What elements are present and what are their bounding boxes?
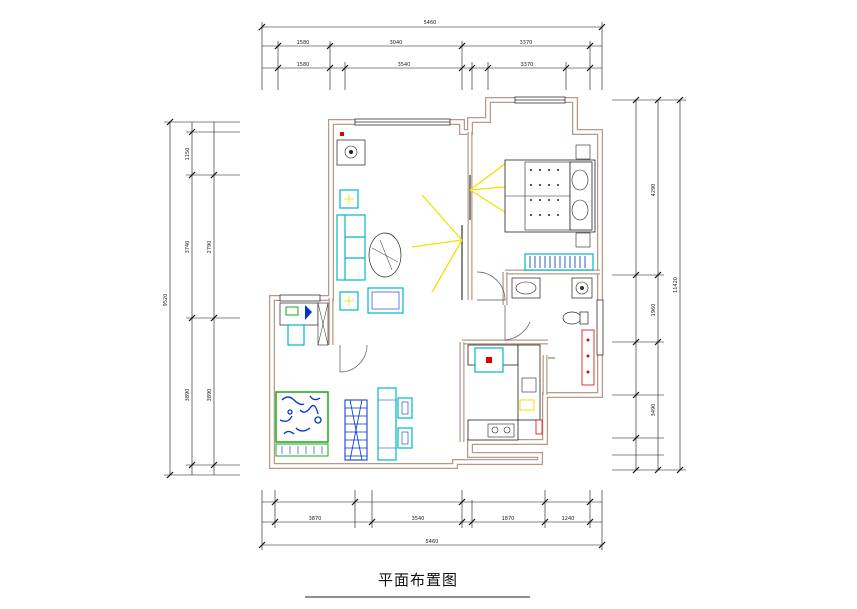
- door-bath: [504, 305, 531, 341]
- kitchen-sink-icon: [519, 377, 537, 411]
- dim-left-3: 3890: [185, 389, 191, 402]
- washing-machine-icon: [571, 277, 593, 299]
- dim-left2-2: 3890: [207, 389, 213, 402]
- doors: [339, 175, 531, 373]
- right-dimension-labels: 11420 4290 1960 3490: [651, 184, 679, 417]
- dim-bottom-2: 3540: [412, 516, 425, 522]
- dim-bottom-4: 1240: [562, 516, 575, 522]
- dim-top-2: 3040: [390, 40, 403, 46]
- tv-cabinet-icon: [336, 132, 366, 166]
- second-bed-icon: [275, 391, 329, 457]
- dim-left-total: 9520: [163, 294, 169, 307]
- coffee-table-icon: [368, 232, 402, 278]
- top-dimension-labels: 5460 1580 3040 3370 1580 3540 3370: [297, 20, 534, 68]
- light-rays: [411, 159, 516, 293]
- dim-top2-2: 3540: [398, 62, 411, 68]
- window-study: [279, 294, 321, 302]
- shelf-icon: [344, 399, 368, 461]
- dim-left2-1: 2790: [207, 241, 213, 254]
- dim-top-1: 1580: [297, 40, 310, 46]
- windows: [279, 96, 604, 356]
- bottom-dimension-labels: 3870 3540 1870 1240 5460: [309, 516, 575, 545]
- top-dimensions: [258, 22, 606, 90]
- sink-icon: [511, 277, 541, 299]
- dim-bottom-1: 3870: [309, 516, 322, 522]
- bottom-wall-gaps: [285, 490, 495, 500]
- dim-top2-1: 1580: [297, 62, 310, 68]
- dim-right-3: 3490: [651, 404, 657, 417]
- dim-top2-3: 3370: [521, 62, 534, 68]
- title-block: 平面布置图: [305, 571, 530, 598]
- window-bath: [596, 299, 604, 356]
- dim-right-2: 1960: [651, 304, 657, 317]
- desk-icon: [279, 302, 329, 346]
- dim-bottom-3: 1870: [502, 516, 515, 522]
- door-study: [339, 344, 368, 373]
- right-dimensions: [612, 96, 686, 474]
- wardrobe-icon: [524, 253, 594, 271]
- page-title: 平面布置图: [378, 571, 458, 589]
- dim-bottom-total: 5460: [426, 539, 439, 545]
- toilet-icon: [562, 311, 589, 325]
- shower-icon: [581, 329, 595, 386]
- stove-icon: [487, 423, 515, 438]
- left-dimension-labels: 9520 1150 3740 3890 2790 3890: [163, 148, 213, 402]
- bed-icon: [504, 144, 596, 248]
- fridge-icon: [474, 347, 504, 373]
- dim-right-total: 11420: [673, 277, 679, 293]
- dim-left-2: 3740: [185, 241, 191, 254]
- sofa-icon: [336, 189, 404, 314]
- dim-top-total: 5460: [424, 20, 437, 26]
- dining-table-icon: [377, 387, 413, 461]
- bottom-dimensions: [258, 490, 606, 550]
- kitchen-pipe: [535, 357, 555, 435]
- dim-left-1: 1150: [185, 148, 191, 161]
- dim-top-3: 3370: [520, 40, 533, 46]
- door-bedroom: [476, 271, 506, 301]
- dim-right-1: 4290: [651, 184, 657, 197]
- left-dimensions: [164, 118, 240, 479]
- lamp-icon: [344, 194, 354, 306]
